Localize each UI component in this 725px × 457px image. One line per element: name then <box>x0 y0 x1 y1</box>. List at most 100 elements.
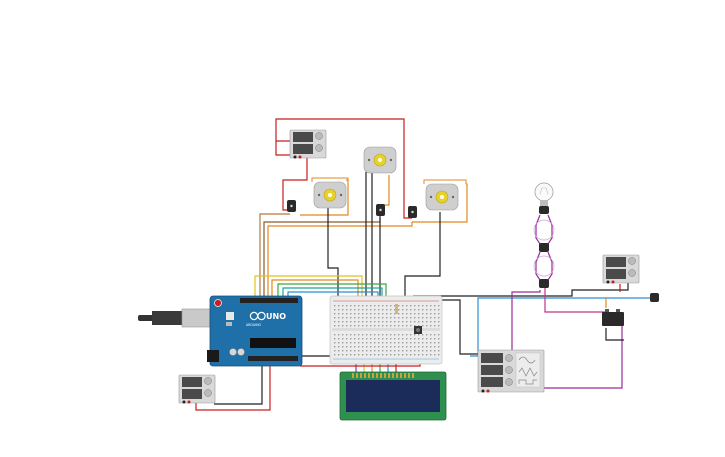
breadboard-hole <box>362 346 364 348</box>
power-supply-top[interactable] <box>289 129 327 159</box>
motor-center[interactable] <box>363 146 397 174</box>
wire-green-bundle[interactable] <box>277 283 387 300</box>
breadboard-hole <box>334 342 336 344</box>
lcd-pin <box>372 373 374 378</box>
reset-button[interactable] <box>214 299 222 307</box>
wire-orange-motor-center[interactable] <box>380 175 390 206</box>
breadboard-hole <box>418 309 420 311</box>
wire-orange-motor-left[interactable] <box>300 179 349 216</box>
breadboard-hole <box>434 342 436 344</box>
function-generator[interactable] <box>477 349 545 393</box>
breadboard-hole <box>362 305 364 307</box>
wire-black-motor-right[interactable] <box>404 212 441 298</box>
wire-purple-relay[interactable] <box>542 326 623 389</box>
breadboard-hole <box>338 342 340 344</box>
wire-yellow-bundle[interactable] <box>254 275 363 300</box>
breadboard-hole <box>398 354 400 356</box>
photoresistor-left[interactable] <box>287 200 296 212</box>
wire-red-sensor-left[interactable] <box>282 158 308 211</box>
breadboard-hole <box>350 338 352 340</box>
light-bulb[interactable] <box>534 182 554 214</box>
breadboard-hole <box>394 338 396 340</box>
wire-red-top-long[interactable] <box>275 118 412 219</box>
wire-black-relay[interactable] <box>605 328 624 341</box>
breadboard-hole <box>370 309 372 311</box>
arduino-uno-board[interactable]: UNO ARDUINO <box>138 295 303 367</box>
breadboard-hole <box>406 305 408 307</box>
breadboard-hole <box>366 317 368 319</box>
wire-black-motor-left[interactable] <box>327 207 339 298</box>
wire-purple-right[interactable] <box>511 290 541 390</box>
motor-left[interactable] <box>313 181 347 209</box>
wire-magenta-relay[interactable] <box>544 288 605 313</box>
breadboard-hole <box>378 350 380 352</box>
breadboard-hole <box>378 334 380 336</box>
wire-black-bottom-supply[interactable] <box>214 360 263 405</box>
lcd-pin <box>408 373 410 378</box>
breadboard-hole <box>414 305 416 307</box>
relay-module[interactable] <box>602 309 624 326</box>
wire-red-bottom-supply[interactable] <box>195 360 271 411</box>
wire-black-right-long[interactable] <box>413 282 629 297</box>
breadboard-hole <box>358 309 360 311</box>
breadboard-hole <box>338 334 340 336</box>
breadboard-hole <box>374 334 376 336</box>
breadboard-hole <box>346 354 348 356</box>
power-supply-right[interactable] <box>602 254 640 284</box>
wire-orange-bundle[interactable] <box>271 279 359 300</box>
breadboard-hole <box>354 354 356 356</box>
wire-black-gen[interactable] <box>430 299 478 355</box>
lcd-pin <box>376 373 378 378</box>
connector-lower[interactable] <box>539 279 549 288</box>
breadboard-hole <box>398 313 400 315</box>
breadboard-hole <box>350 325 352 327</box>
lcd-pins <box>352 373 414 378</box>
breadboard-hole <box>390 325 392 327</box>
breadboard-hole <box>418 334 420 336</box>
breadboard-hole <box>382 354 384 356</box>
breadboard-hole <box>398 325 400 327</box>
breadboard-hole <box>378 305 380 307</box>
motor-right[interactable] <box>425 183 459 211</box>
breadboard-hole <box>386 317 388 319</box>
breadboard-hole <box>370 346 372 348</box>
wire-teal-bundle[interactable] <box>282 287 383 300</box>
breadboard-hole <box>366 354 368 356</box>
photoresistor-center[interactable] <box>376 204 385 216</box>
breadboard-hole <box>426 305 428 307</box>
breadboard[interactable] <box>329 295 443 365</box>
wire-purple-lamp-a[interactable] <box>535 214 541 245</box>
breadboard-hole <box>398 346 400 348</box>
breadboard-hole <box>430 334 432 336</box>
breadboard-hole <box>422 325 424 327</box>
breadboard-hole <box>394 346 396 348</box>
breadboard-hole <box>438 350 440 352</box>
breadboard-hole <box>402 305 404 307</box>
breadboard-hole <box>346 338 348 340</box>
breadboard-hole <box>366 334 368 336</box>
wire-purple-lamp-b[interactable] <box>547 214 553 245</box>
breadboard-hole <box>434 313 436 315</box>
wire-blue-right-long[interactable] <box>470 297 655 357</box>
power-supply-left-bottom[interactable] <box>178 374 216 404</box>
sensor-far-right[interactable] <box>650 293 659 302</box>
power-jack <box>207 350 219 362</box>
breadboard-hole <box>402 342 404 344</box>
breadboard-hole <box>362 321 364 323</box>
wire-brown-to-board-2[interactable] <box>259 213 290 300</box>
breadboard-hole <box>358 354 360 356</box>
connector-middle[interactable] <box>539 243 549 252</box>
lcd-16x2[interactable] <box>339 371 447 421</box>
wire-purple-lamp-c[interactable] <box>535 251 541 281</box>
breadboard-hole <box>370 342 372 344</box>
breadboard-hole <box>402 325 404 327</box>
arduino-logo <box>249 311 266 321</box>
breadboard-hole <box>426 342 428 344</box>
photoresistor-right[interactable] <box>408 206 417 218</box>
wire-purple-lamp-d[interactable] <box>547 251 553 281</box>
wire-red-top-loop[interactable] <box>275 140 292 156</box>
breadboard-hole <box>398 309 400 311</box>
breadboard-hole <box>334 313 336 315</box>
breadboard-hole <box>358 338 360 340</box>
wire-orange-to-board[interactable] <box>267 222 413 300</box>
